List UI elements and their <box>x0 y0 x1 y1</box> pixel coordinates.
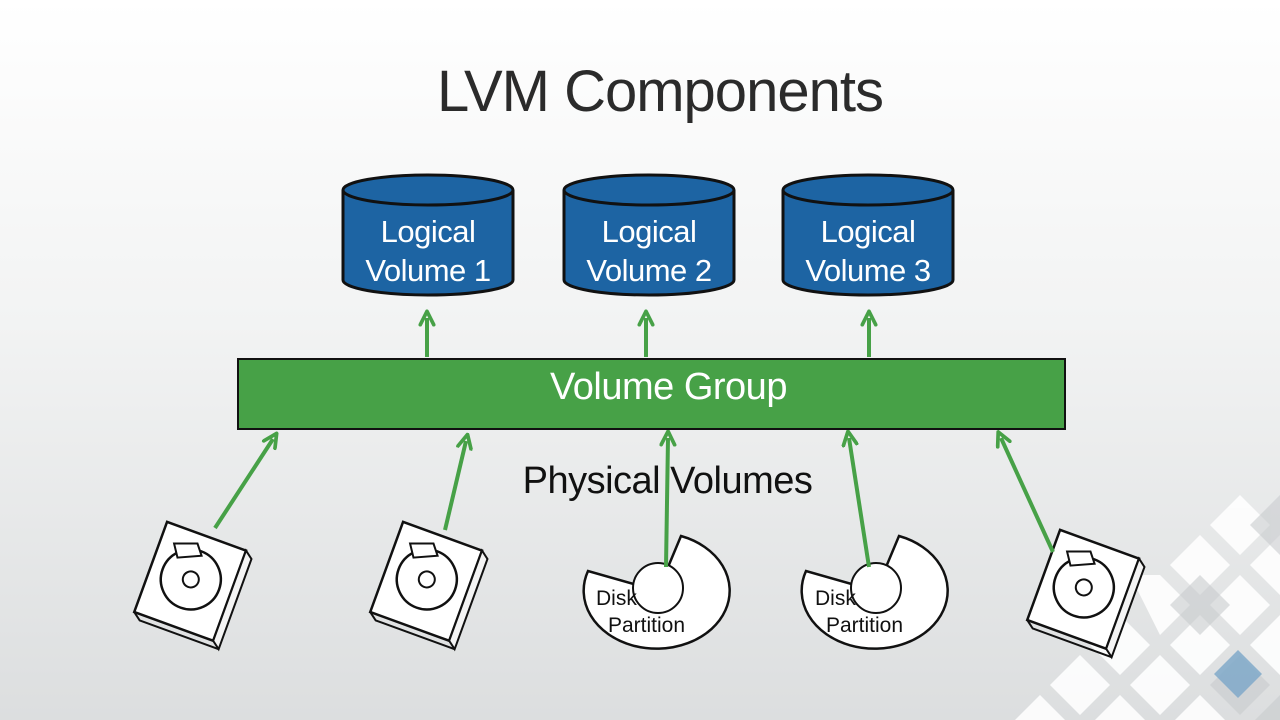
logical-volume-1-line2: Volume 1 <box>365 253 491 288</box>
disk-partition-1-icon <box>582 534 731 650</box>
arrow-partition2-to-vg <box>849 438 871 568</box>
hard-disk-3-icon <box>1025 528 1146 660</box>
logical-volume-2-label: Logical Volume 2 <box>564 212 734 290</box>
logical-volume-2-line1: Logical <box>601 214 697 249</box>
logical-volume-2-cylinder <box>562 173 736 297</box>
logical-volume-3-line1: Logical <box>820 214 916 249</box>
volume-group-label: Volume Group <box>550 366 787 408</box>
physical-volumes-label: Physical Volumes <box>522 460 813 502</box>
logical-volume-1-line1: Logical <box>380 214 476 249</box>
arrow-disk2-to-vg <box>443 441 466 531</box>
partition-1-word2: Partition <box>608 614 686 637</box>
disk-partition-2-icon <box>800 534 949 650</box>
arrow-disk1-to-vg <box>213 439 273 530</box>
arrow-partition1-to-vg <box>666 438 668 568</box>
arrow-disk3-to-vg <box>1001 438 1055 553</box>
logical-volume-3-cylinder <box>781 173 955 297</box>
hard-disk-2-icon <box>368 520 489 652</box>
logical-volume-3-line2: Volume 3 <box>805 253 931 288</box>
logical-volume-2-line2: Volume 2 <box>586 253 712 288</box>
logical-volume-1-label: Logical Volume 1 <box>343 212 513 290</box>
volume-group-bar <box>237 358 1066 430</box>
partition-1-word1: Disk <box>596 587 637 610</box>
logical-volume-3-label: Logical Volume 3 <box>783 212 953 290</box>
logical-volume-1-cylinder <box>341 173 515 297</box>
slide-title: LVM Components <box>437 59 884 124</box>
partition-2-word1: Disk <box>815 587 856 610</box>
partition-2-word2: Partition <box>826 614 904 637</box>
hard-disk-1-icon <box>132 520 253 652</box>
